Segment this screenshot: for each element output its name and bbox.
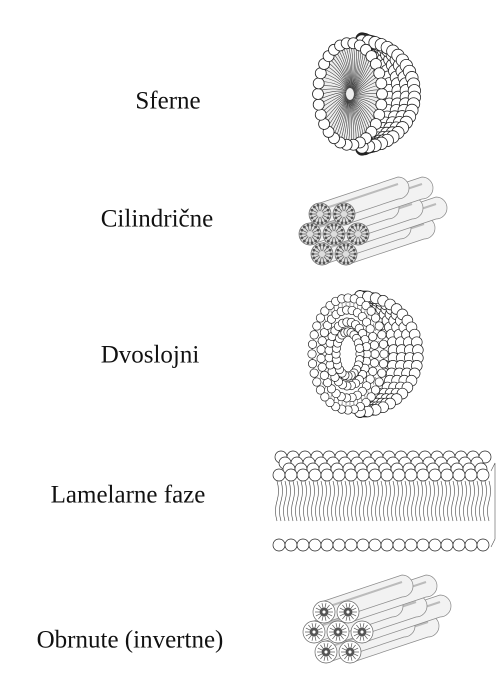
label-inverted: Obrnute (invertne) xyxy=(37,628,224,653)
cylindrical-micelles-illustration xyxy=(292,172,442,272)
spherical-micelle-illustration xyxy=(302,12,422,177)
label-lamellar: Lamelarne faze xyxy=(51,483,206,508)
bilayer-vesicle-illustration xyxy=(298,272,428,437)
label-cylindrical: Cilindrične xyxy=(101,207,213,232)
inverted-cylindrical-micelles-illustration xyxy=(296,570,446,670)
lamellar-phase-illustration xyxy=(269,447,497,557)
label-bilayer: Dvoslojni xyxy=(101,343,200,368)
label-spherical: Sferne xyxy=(135,89,200,114)
